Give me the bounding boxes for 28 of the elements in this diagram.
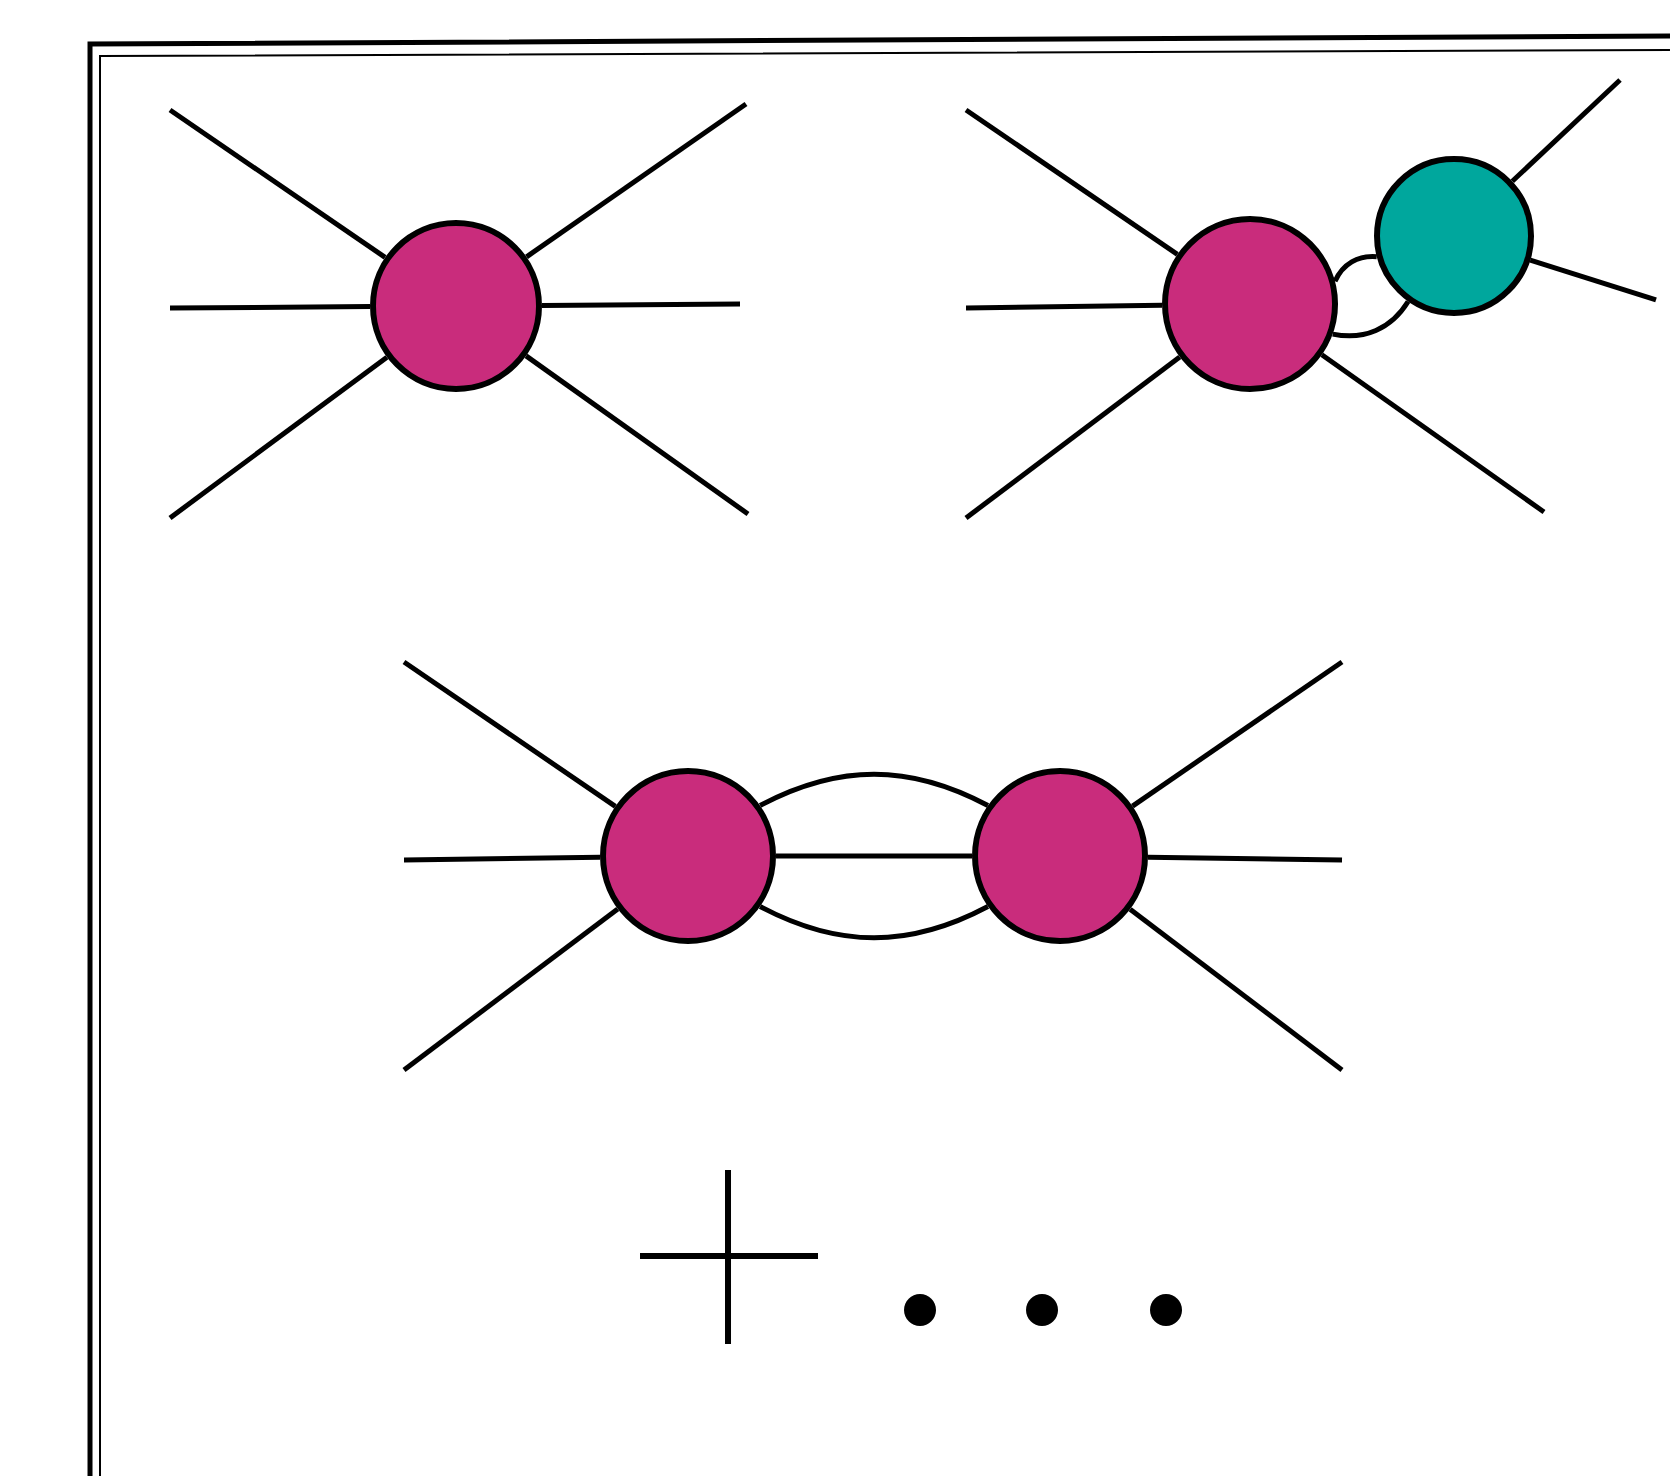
line — [168, 355, 389, 520]
line — [759, 771, 990, 808]
line — [524, 353, 750, 517]
line — [1128, 907, 1344, 1072]
line — [1529, 257, 1657, 303]
line — [402, 659, 617, 809]
line — [1510, 78, 1622, 184]
line — [776, 853, 972, 859]
vertex-circle — [370, 220, 542, 392]
line — [403, 854, 601, 863]
line — [964, 107, 1179, 257]
line — [1131, 659, 1344, 809]
line — [525, 101, 748, 259]
line — [1332, 300, 1411, 339]
line — [168, 107, 387, 260]
vertex-circle — [972, 768, 1148, 944]
line — [402, 906, 620, 1072]
vertex-circle — [600, 768, 776, 944]
line — [1332, 254, 1377, 283]
vertex-circle — [1162, 216, 1338, 392]
line — [965, 302, 1163, 311]
line — [1147, 854, 1343, 863]
line — [170, 304, 371, 311]
line — [759, 904, 990, 941]
line — [542, 301, 741, 308]
line — [964, 354, 1182, 520]
vertex-circle — [1374, 156, 1534, 316]
line — [1320, 352, 1546, 515]
